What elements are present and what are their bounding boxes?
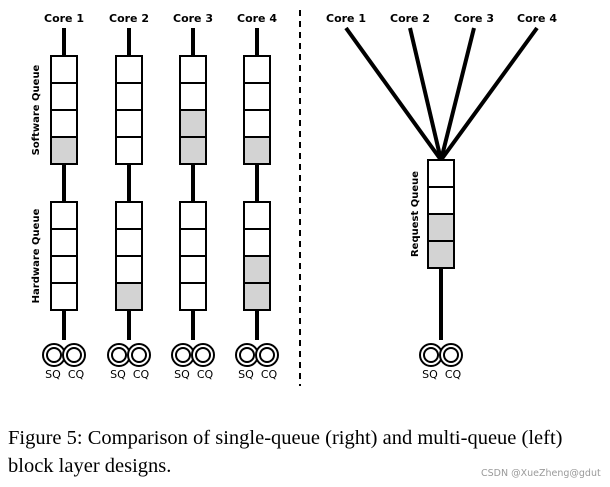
queue-slot-empty <box>50 55 78 84</box>
queue-slot-empty <box>243 201 271 230</box>
hardware-queue-label: Hardware Queue <box>31 208 42 303</box>
queue-slot-empty <box>50 109 78 138</box>
core-label: Core 4 <box>517 12 557 25</box>
submission-queue-icon-inner <box>239 347 255 363</box>
queue-slot-empty <box>243 109 271 138</box>
core-label: Core 1 <box>326 12 366 25</box>
completion-queue-icon-inner <box>66 347 82 363</box>
queue-slot-empty <box>179 55 207 84</box>
hardware-queue <box>243 201 271 311</box>
watermark: CSDN @XueZheng@gdut <box>481 468 601 479</box>
request-queue <box>427 159 455 269</box>
single-queue-design: Core 1 Core 2 Core 3 Core 4 SQ CQ Request Queu… <box>326 12 557 381</box>
queue-slot-empty <box>50 228 78 257</box>
queue-slot-empty <box>243 55 271 84</box>
cq-label: CQ <box>197 368 214 381</box>
software-queue <box>243 55 271 165</box>
queue-slot-empty <box>115 228 143 257</box>
sq-cq-pair: SQ CQ <box>419 343 463 381</box>
figure-caption: Figure 5: Comparison of single-queue (ri… <box>8 427 563 477</box>
queue-slot-empty <box>243 228 271 257</box>
software-queue <box>115 55 143 165</box>
software-queue <box>50 55 78 165</box>
queue-slot-empty <box>427 186 455 215</box>
submission-queue-icon-inner <box>423 347 439 363</box>
sq-cq-pair: SQ CQ <box>107 343 151 381</box>
sq-label: SQ <box>238 368 254 381</box>
queue-slot-empty <box>179 282 207 311</box>
core-column-2: Core 2 SQ CQ <box>107 12 151 381</box>
queue-slot-empty <box>50 282 78 311</box>
core-label: Core 3 <box>173 12 213 25</box>
sq-label: SQ <box>422 368 438 381</box>
cq-label: CQ <box>68 368 85 381</box>
hardware-queue <box>50 201 78 311</box>
queue-slot-filled <box>427 240 455 269</box>
submission-queue-icon-inner <box>111 347 127 363</box>
core-label: Core 3 <box>454 12 494 25</box>
core-label: Core 2 <box>390 12 430 25</box>
queue-slot-filled <box>243 136 271 165</box>
queue-slot-filled <box>243 282 271 311</box>
submission-queue-icon-inner <box>175 347 191 363</box>
core-column-4: Core 4 SQ CQ <box>235 12 279 381</box>
submission-queue-icon-inner <box>46 347 62 363</box>
cq-label: CQ <box>445 368 462 381</box>
completion-queue-icon-inner <box>195 347 211 363</box>
queue-slot-empty <box>427 159 455 188</box>
queue-slot-empty <box>50 82 78 111</box>
core-column-3: Core 3 SQ CQ <box>171 12 215 381</box>
completion-queue-icon-inner <box>131 347 147 363</box>
queue-slot-empty <box>179 255 207 284</box>
hardware-queue <box>179 201 207 311</box>
block-layer-diagram: Core 1 SQ CQ Core 2 SQ CQ Core 3 SQ CQ Core 4 SQ CQ… <box>31 10 557 386</box>
queue-slot-empty <box>50 255 78 284</box>
core-to-queue-line <box>439 27 476 161</box>
queue-slot-empty <box>115 109 143 138</box>
completion-queue-icon-inner <box>259 347 275 363</box>
queue-slot-filled <box>427 213 455 242</box>
sq-cq-pair: SQ CQ <box>171 343 215 381</box>
queue-slot-empty <box>115 255 143 284</box>
sq-label: SQ <box>45 368 61 381</box>
request-queue-label: Request Queue <box>410 171 421 257</box>
cq-label: CQ <box>261 368 278 381</box>
sq-label: SQ <box>174 368 190 381</box>
core-column-1: Core 1 SQ CQ <box>42 12 86 381</box>
queue-slot-empty <box>179 228 207 257</box>
software-queue-label: Software Queue <box>31 64 42 155</box>
queue-slot-filled <box>179 109 207 138</box>
multi-queue-design: Core 1 SQ CQ Core 2 SQ CQ Core 3 SQ CQ Core 4 SQ CQ… <box>31 12 279 381</box>
core-to-queue-line <box>344 26 443 162</box>
sq-cq-pair: SQ CQ <box>42 343 86 381</box>
queue-slot-empty <box>115 55 143 84</box>
queue-slot-empty <box>115 82 143 111</box>
queue-slot-empty <box>179 82 207 111</box>
queue-slot-empty <box>179 201 207 230</box>
queue-slot-filled <box>50 136 78 165</box>
queue-slot-filled <box>179 136 207 165</box>
core-label: Core 4 <box>237 12 277 25</box>
software-queue <box>179 55 207 165</box>
queue-slot-empty <box>115 201 143 230</box>
core-to-queue-line <box>439 26 539 162</box>
queue-slot-filled <box>115 282 143 311</box>
sq-label: SQ <box>110 368 126 381</box>
queue-slot-empty <box>115 136 143 165</box>
queue-slot-filled <box>243 255 271 284</box>
queue-slot-empty <box>243 82 271 111</box>
cq-label: CQ <box>133 368 150 381</box>
completion-queue-icon-inner <box>443 347 459 363</box>
queue-slot-empty <box>50 201 78 230</box>
hardware-queue <box>115 201 143 311</box>
core-label: Core 1 <box>44 12 84 25</box>
core-label: Core 2 <box>109 12 149 25</box>
sq-cq-pair: SQ CQ <box>235 343 279 381</box>
core-to-queue-line <box>408 27 443 161</box>
